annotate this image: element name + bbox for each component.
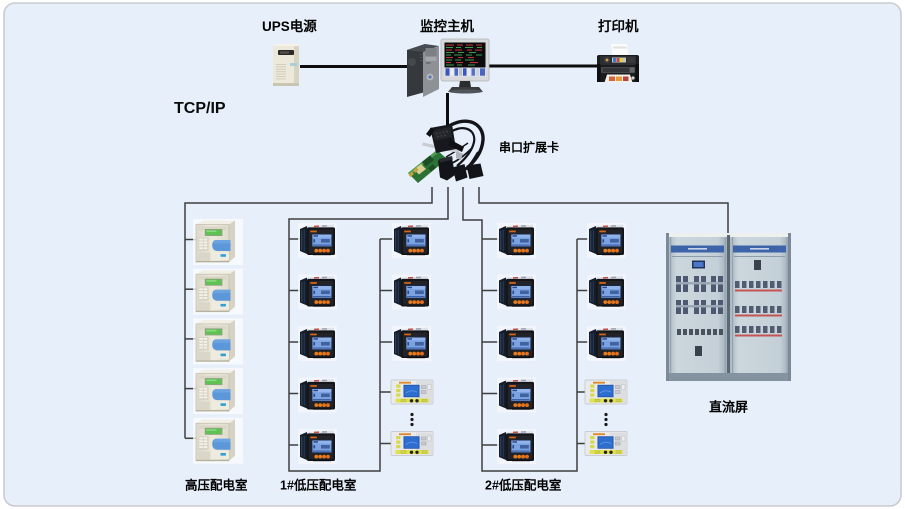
svg-text:打印机: 打印机 — [598, 18, 639, 34]
svg-text:TCP/IP: TCP/IP — [174, 100, 226, 117]
svg-text:串口扩展卡: 串口扩展卡 — [499, 140, 559, 155]
svg-text:直流屏: 直流屏 — [709, 400, 748, 415]
svg-text:1#低压配电室: 1#低压配电室 — [280, 478, 357, 493]
svg-text:监控主机: 监控主机 — [420, 18, 474, 34]
svg-text:高压配电室: 高压配电室 — [185, 478, 248, 493]
svg-text:2#低压配电室: 2#低压配电室 — [485, 478, 562, 493]
svg-text:UPS电源: UPS电源 — [262, 18, 317, 34]
